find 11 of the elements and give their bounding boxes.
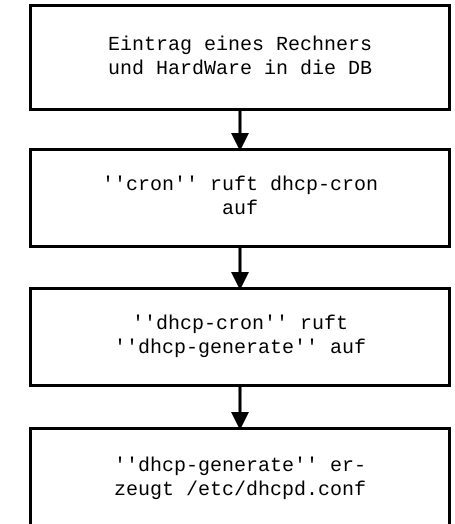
box-text: ''cron'' ruft dhcp-cron auf [100,174,380,222]
arrow [231,387,249,430]
arrow [231,248,249,290]
box-text: ''dhcp-cron'' ruft ''dhcp-generate'' auf [112,313,368,361]
process-box [29,427,451,524]
process-box [29,4,451,111]
process-box [29,287,451,387]
process-box [29,148,451,248]
box-text: Eintrag eines Rechners und HardWare in die DB [106,34,374,82]
arrow [231,111,249,151]
box-text: ''dhcp-generate'' er- zeugt /etc/dhcpd.conf [112,454,368,502]
